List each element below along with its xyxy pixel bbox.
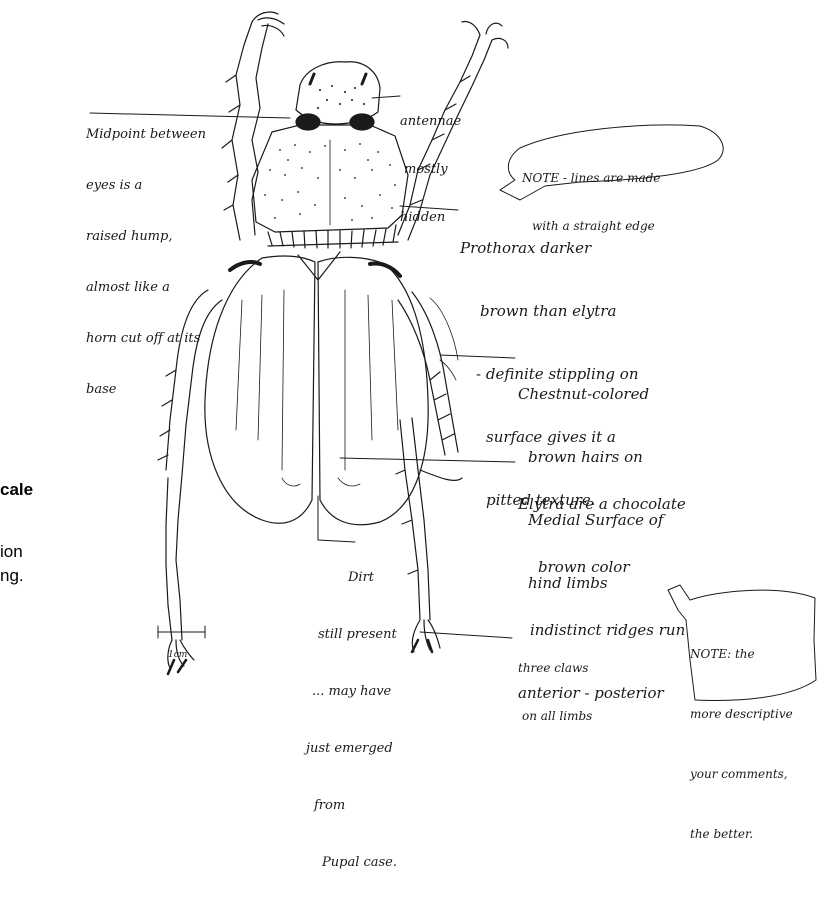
cropped-body-text: ng.	[0, 566, 24, 586]
annotation-line: ... may have	[296, 682, 397, 701]
annotation-line: Midpoint between	[86, 126, 206, 143]
right-hindleg	[396, 418, 440, 652]
annotation-line: horn cut off at its	[86, 330, 206, 347]
annotation-line: NOTE - lines are made	[522, 170, 660, 186]
annotation-note-comments: NOTE: the more descriptive your comments…	[690, 604, 793, 884]
annotation-dirt: Dirt still present ... may have just eme…	[296, 530, 397, 910]
annotation-line: still present	[296, 625, 397, 644]
annotation-line: from	[296, 796, 397, 815]
annotation-line: almost like a	[86, 279, 206, 296]
annotation-line: antennae	[400, 114, 461, 130]
annotation-line: more descriptive	[690, 704, 793, 724]
annotation-antennae: antennae mostly hidden	[400, 82, 461, 258]
annotation-line: base	[86, 381, 206, 398]
annotation-midpoint: Midpoint between eyes is a raised hump, …	[86, 92, 206, 432]
prothorax	[252, 125, 408, 248]
annotation-line: mostly	[400, 162, 461, 178]
annotation-line: three claws	[518, 660, 592, 676]
annotation-line: eyes is a	[86, 177, 206, 194]
annotation-line: brown color	[518, 557, 686, 578]
cropped-heading-text: cale	[0, 480, 33, 500]
beetle-head	[296, 62, 380, 130]
annotation-line: hidden	[400, 210, 461, 226]
annotation-line: Chestnut-colored	[518, 384, 663, 405]
annotation-line: Elytra are a chocolate	[518, 494, 686, 515]
annotation-claws: three claws on all limbs	[518, 628, 592, 756]
annotation-line: your comments,	[690, 764, 793, 784]
cropped-body-text: ion	[0, 542, 23, 562]
right-midleg	[398, 292, 462, 480]
annotation-line: the better.	[690, 824, 793, 844]
beetle-sketch-figure: Midpoint between eyes is a raised hump, …	[0, 0, 826, 713]
scale-bar-label: 1cm	[168, 650, 187, 661]
annotation-line: Pupal case.	[296, 853, 397, 872]
annotation-line: NOTE: the	[690, 644, 793, 664]
annotation-line: Dirt	[296, 568, 397, 587]
left-foreleg	[222, 12, 284, 240]
elytra	[205, 256, 428, 525]
annotation-line: just emerged	[296, 739, 397, 758]
annotation-line: brown than elytra	[460, 301, 639, 322]
annotation-line: Prothorax darker	[460, 238, 639, 259]
annotation-line: raised hump,	[86, 228, 206, 245]
scutellum	[298, 252, 340, 280]
annotation-line: on all limbs	[518, 708, 592, 724]
